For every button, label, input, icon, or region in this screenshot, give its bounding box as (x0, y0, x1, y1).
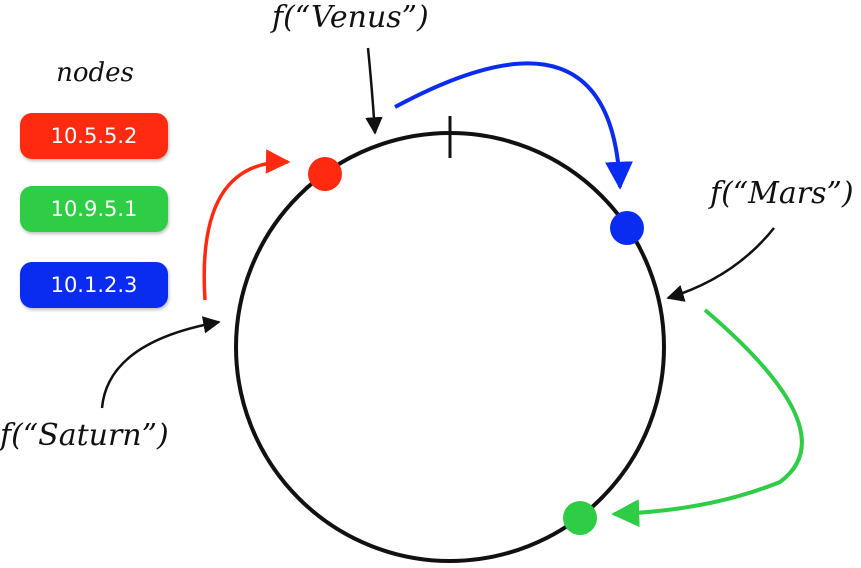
key-label-mars: f(“Mars”) (710, 176, 854, 211)
mars-key-arrow (666, 227, 775, 302)
node-badge-blue: 10.1.2.3 (20, 262, 168, 308)
venus-key-arrow (365, 47, 383, 135)
key-label-venus: f(“Venus”) (272, 0, 429, 35)
node-dot-blue (610, 211, 644, 245)
node-dot-red (308, 157, 342, 191)
hash-ring (234, 131, 666, 563)
node-badge-green: 10.9.5.1 (20, 186, 168, 232)
node-badge-red: 10.5.5.2 (20, 113, 168, 159)
legend-title: nodes (56, 58, 134, 88)
key-label-saturn: f(“Saturn”) (0, 418, 169, 453)
red-assignment-arrow (202, 149, 291, 301)
saturn-key-arrow (100, 316, 221, 409)
blue-assignment-arrow (394, 61, 633, 190)
node-dot-green (563, 501, 597, 535)
green-assignment-arrow (611, 308, 804, 528)
